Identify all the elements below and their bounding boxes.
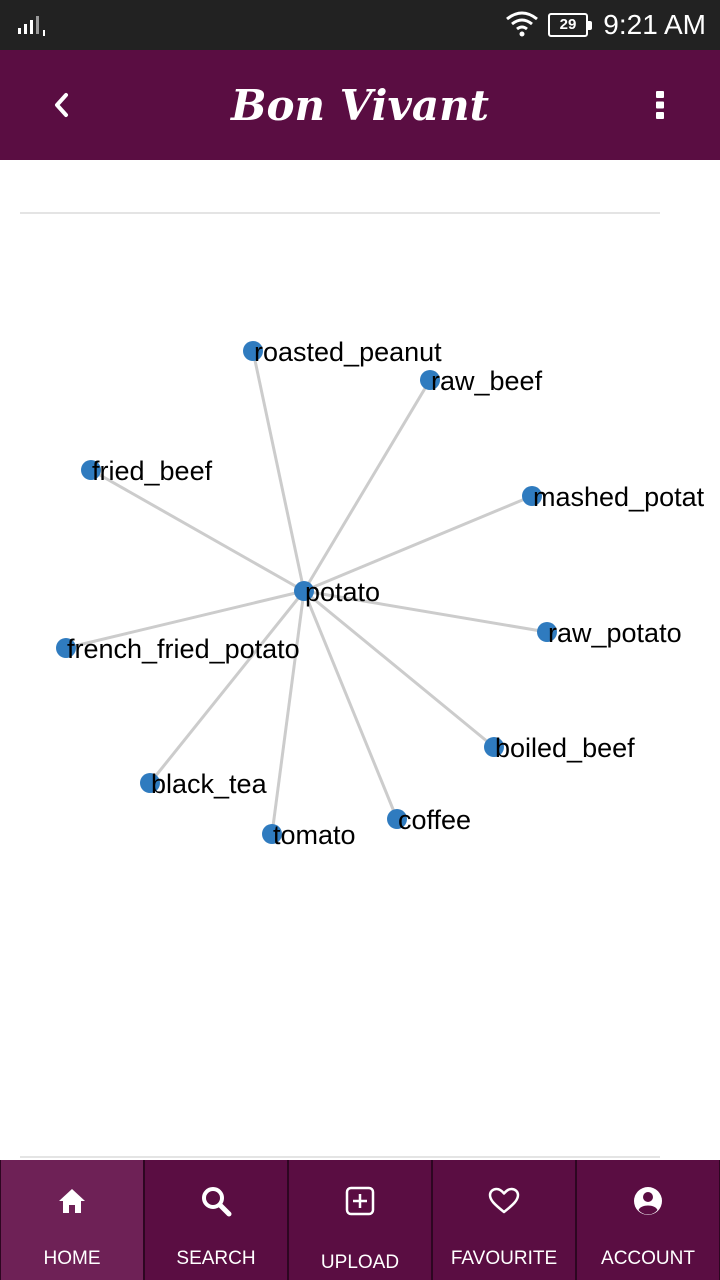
graph-node-french-fried-potato[interactable]: french_fried_potato <box>56 634 300 664</box>
node-dot <box>262 824 282 844</box>
plus-square-icon <box>345 1186 375 1216</box>
node-dot <box>294 581 314 601</box>
graph-node-fried-beef[interactable]: fried_beef <box>81 456 213 486</box>
graph-node-mashed-potato[interactable]: mashed_potat <box>522 482 705 512</box>
graph-edge <box>302 590 399 820</box>
graph-node-raw-beef[interactable]: raw_beef <box>420 366 543 396</box>
nav-home[interactable]: HOME <box>0 1160 144 1280</box>
graph-node-potato[interactable]: potato <box>294 577 380 607</box>
graph-edge <box>270 590 306 835</box>
content-divider-top <box>20 212 660 214</box>
battery-icon: 29 <box>548 13 592 37</box>
nav-favourite[interactable]: FAVOURITE <box>432 1160 576 1280</box>
graph-edge <box>251 350 306 592</box>
node-dot <box>537 622 557 642</box>
node-label: mashed_potat <box>533 482 705 512</box>
node-dot <box>420 370 440 390</box>
nav-account-label: ACCOUNT <box>601 1248 695 1269</box>
node-dot <box>484 737 504 757</box>
node-dot <box>387 809 407 829</box>
nav-home-label: HOME <box>43 1248 101 1269</box>
chevron-left-icon <box>55 93 68 117</box>
node-label: raw_beef <box>431 366 543 396</box>
nav-search-label: SEARCH <box>176 1248 256 1269</box>
node-label: roasted_peanut <box>254 337 442 367</box>
status-time: 9:21 AM <box>603 9 706 40</box>
bottom-nav: HOME SEARCH UPLOAD FAVOURITE <box>0 1160 720 1280</box>
graph-node-black-tea[interactable]: black_tea <box>140 769 268 799</box>
battery-level: 29 <box>559 16 577 33</box>
node-label: potato <box>305 577 380 607</box>
more-vert-icon <box>656 91 664 119</box>
graph-edge <box>90 468 305 593</box>
graph-node-tomato[interactable]: tomato <box>262 820 356 850</box>
app-bar: Bon Vivant <box>0 50 720 160</box>
nav-search[interactable]: SEARCH <box>144 1160 288 1280</box>
nav-favourite-label: FAVOURITE <box>450 1248 558 1269</box>
node-label: french_fried_potato <box>67 634 300 664</box>
graph-node-roasted-peanut[interactable]: roasted_peanut <box>243 337 442 367</box>
graph-edge <box>302 379 432 592</box>
more-options-button[interactable] <box>640 80 680 130</box>
status-bar: 29 9:21 AM <box>0 0 720 50</box>
node-label: black_tea <box>151 769 268 799</box>
node-dot <box>81 460 101 480</box>
nav-account[interactable]: ACCOUNT <box>576 1160 720 1280</box>
graph-edge <box>148 590 306 784</box>
graph-edge <box>303 589 495 749</box>
nav-upload-label: UPLOAD <box>320 1252 400 1273</box>
node-label: fried_beef <box>92 456 213 486</box>
node-label: boiled_beef <box>495 733 635 763</box>
node-dot <box>522 486 542 506</box>
wifi-icon <box>506 11 538 37</box>
heart-icon <box>488 1187 520 1214</box>
graph-node-boiled-beef[interactable]: boiled_beef <box>484 733 635 763</box>
signal-icon <box>18 16 45 36</box>
node-label: raw_potato <box>548 618 682 648</box>
search-icon <box>202 1187 232 1217</box>
content-divider-bottom <box>20 1156 660 1158</box>
graph-node-coffee[interactable]: coffee <box>387 805 471 835</box>
node-dot <box>140 773 160 793</box>
home-icon <box>59 1189 85 1213</box>
node-dot <box>243 341 263 361</box>
node-label: tomato <box>273 820 356 850</box>
node-label: coffee <box>398 805 471 835</box>
graph-node-raw-potato[interactable]: raw_potato <box>537 618 682 648</box>
app-title: Bon Vivant <box>230 81 490 130</box>
back-button[interactable] <box>36 80 86 130</box>
account-icon <box>634 1187 662 1215</box>
node-dot <box>56 638 76 658</box>
nav-upload[interactable]: UPLOAD <box>288 1160 432 1280</box>
